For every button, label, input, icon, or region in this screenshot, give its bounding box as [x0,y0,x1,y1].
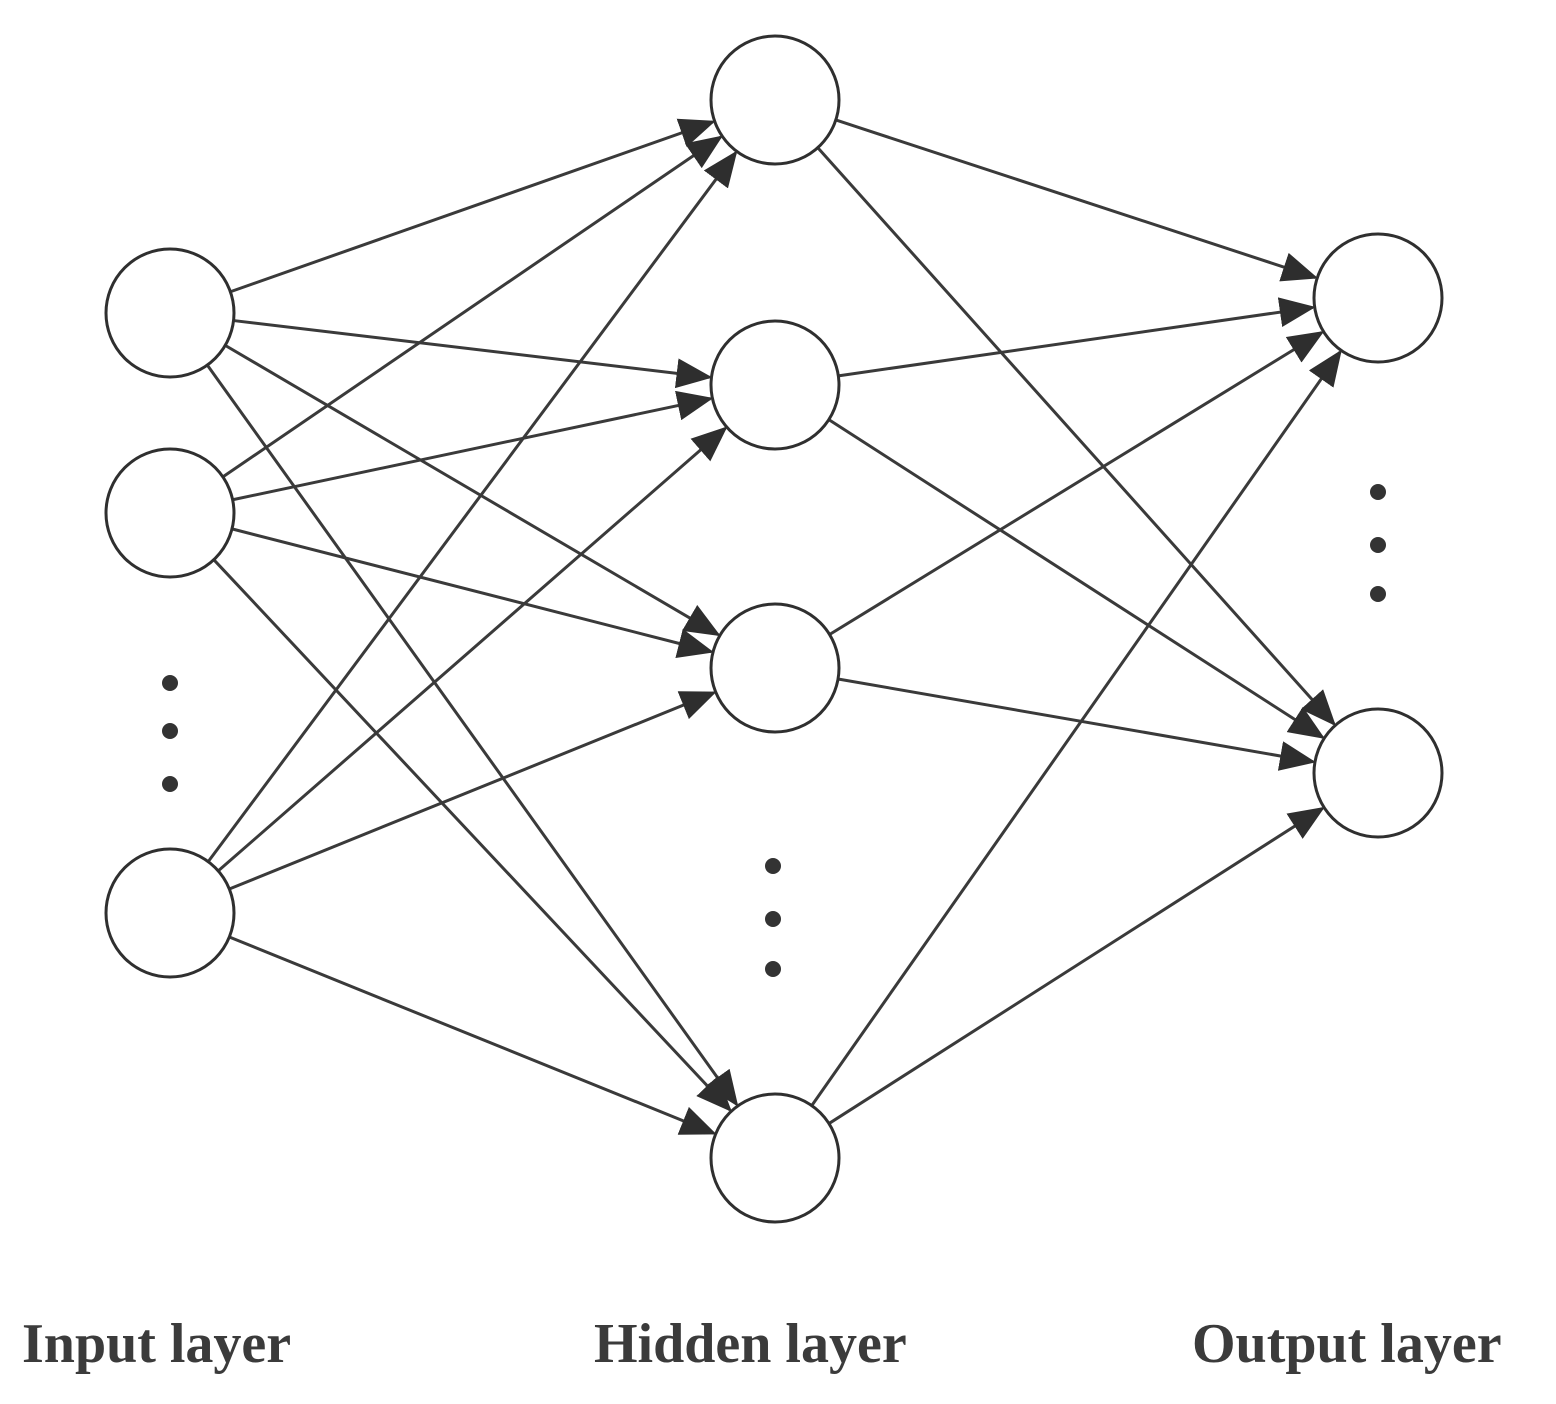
edge-input1-hidden3 [224,344,721,637]
input-layer-label: Input layer [22,1313,292,1375]
edge-input1-hidden1 [229,118,716,294]
edge-input3-hidden3 [228,691,717,891]
network-nodes [104,34,1444,1224]
input-ellipsis-dot-3 [162,776,178,792]
output-ellipsis-dot-1 [1370,484,1386,500]
edge-input2-hidden1 [222,135,723,479]
input-node-3 [104,847,236,979]
hidden-layer-label: Hidden layer [594,1313,907,1375]
input-node-2 [104,447,236,579]
input-ellipsis-dot-1 [162,675,178,691]
hidden-node-3 [709,602,841,734]
hidden-ellipsis-dot-1 [765,858,781,874]
hidden-node-1 [709,34,841,166]
edge-input3-hidden4 [228,935,717,1135]
edge-hidden3-output1 [828,330,1325,636]
edge-input1-hidden2 [233,319,713,389]
edge-input1-hidden4 [206,364,739,1107]
hidden-ellipsis-dot-3 [765,961,781,977]
edge-input3-hidden1 [207,150,738,863]
hidden-node-4 [709,1092,841,1224]
edge-hidden2-output1 [838,297,1316,378]
output-node-1 [1312,232,1444,364]
input-ellipsis-dot-2 [162,723,178,739]
edge-hidden1-output2 [816,146,1336,727]
output-ellipsis-dot-2 [1370,537,1386,553]
edge-hidden2-output2 [828,418,1326,739]
hidden-node-2 [709,319,841,451]
output-layer-label: Output layer [1192,1313,1502,1375]
output-ellipsis-dot-3 [1370,586,1386,602]
ellipsis-markers [162,484,1386,977]
edge-input2-hidden3 [231,527,714,658]
input-node-1 [104,247,236,379]
edge-hidden4-output2 [828,806,1325,1125]
edge-hidden1-output1 [835,118,1319,282]
output-node-2 [1312,707,1444,839]
edge-hidden3-output2 [837,677,1316,771]
edge-hidden4-output1 [810,349,1342,1107]
edge-input3-hidden2 [217,426,728,873]
hidden-ellipsis-dot-2 [765,911,781,927]
edge-input2-hidden4 [212,558,732,1113]
edge-input2-hidden2 [232,390,714,502]
connection-edges [206,118,1342,1135]
